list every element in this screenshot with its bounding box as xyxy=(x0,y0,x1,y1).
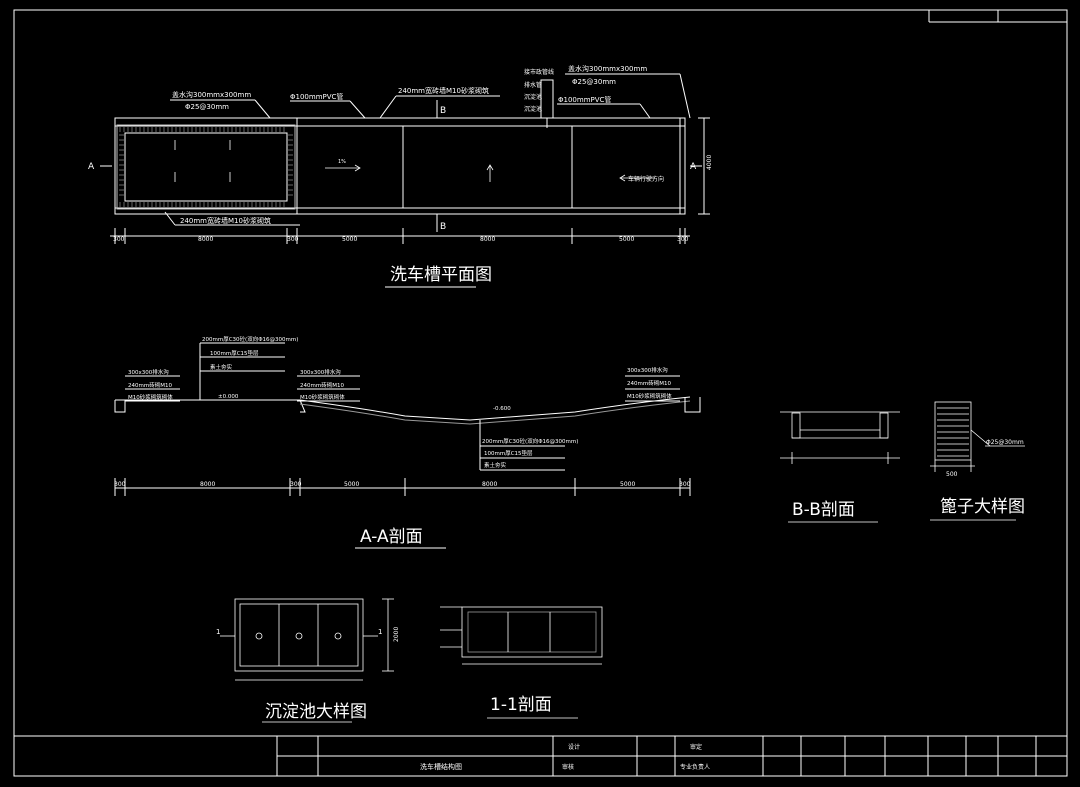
plan-width-dim: 4000 xyxy=(706,155,713,170)
tank-mark-left: 1 xyxy=(216,628,220,636)
plan-title: 洗车槽平面图 xyxy=(390,265,492,285)
section-aa-view xyxy=(114,342,701,549)
aa-dim-3: 5000 xyxy=(344,481,359,488)
aa-dim-2: 300 xyxy=(290,481,302,488)
aa-dim-1: 8000 xyxy=(200,481,215,488)
grate-detail-view xyxy=(930,401,1025,521)
section-11-view xyxy=(440,606,603,719)
aa-dim-0: 300 xyxy=(114,481,126,488)
aa-drain-left-0: 300x300排水沟 xyxy=(128,368,169,376)
plan-dim-3: 5000 xyxy=(342,236,357,243)
section-bb-view xyxy=(780,411,900,523)
aa-dim-4: 8000 xyxy=(482,481,497,488)
tank-detail-view xyxy=(220,598,394,723)
aa-slab-bottom-2: 素土夯实 xyxy=(484,461,507,469)
aa-drain-left-2: M10砂浆砌筑砌体 xyxy=(128,393,173,401)
plan-pipe-stack-0: 接市政管线 xyxy=(524,68,554,76)
aa-mid-1: 240mm砖砌M10 xyxy=(300,381,344,389)
grate-rebar: Φ25@30mm xyxy=(986,439,1024,446)
plan-section-b-top: B xyxy=(440,106,446,116)
tank-mark-right: 1 xyxy=(378,628,382,636)
grate-title: 篦子大样图 xyxy=(940,497,1025,517)
aa-drain-left-1: 240mm砖砌M10 xyxy=(128,381,172,389)
plan-dim-1: 8000 xyxy=(198,236,213,243)
s11-title: 1-1剖面 xyxy=(490,695,552,715)
aa-slab-bottom-0: 200mm厚C30砼(双向Φ16@300mm) xyxy=(482,437,578,445)
aa-mid-2: M10砂浆砌筑砌体 xyxy=(300,393,345,401)
aa-drain-right-1: 240mm砖砌M10 xyxy=(627,379,671,387)
plan-section-b-bottom: B xyxy=(440,222,446,232)
aa-slab-left-0: 200mm厚C30砼(双向Φ16@300mm) xyxy=(202,335,298,343)
aa-slab-left-1: 100mm厚C15垫层 xyxy=(210,349,259,357)
aa-slab-bottom-1: 100mm厚C15垫层 xyxy=(484,449,533,457)
aa-level-left: ±0.000 xyxy=(218,394,239,400)
aa-mid-0: 300x300排水沟 xyxy=(300,368,341,376)
plan-dim-2: 300 xyxy=(287,236,299,243)
title-cell-design: 设计 xyxy=(568,743,580,751)
title-cell-check: 审核 xyxy=(562,763,574,771)
tank-width-dim: 2000 xyxy=(393,627,400,642)
plan-dim-6: 300 xyxy=(677,236,689,243)
plan-label-drain-tl: 盖水沟300mmx300mm xyxy=(172,90,251,99)
plan-dim-4: 8000 xyxy=(480,236,495,243)
plan-label-pvc-right: Φ100mmPVC管 xyxy=(558,95,611,104)
plan-section-a-right: A xyxy=(690,162,697,172)
drawing-frame xyxy=(13,9,1068,777)
plan-label-wall-top: 240mm宽砖墙M10砂浆砌筑 xyxy=(398,86,489,95)
plan-slope-label: 1% xyxy=(338,159,346,165)
aa-title: A-A剖面 xyxy=(360,527,423,547)
plan-section-a-left: A xyxy=(88,162,95,172)
aa-dim-5: 5000 xyxy=(620,481,635,488)
plan-pipe-stack-3: 沉淀池 xyxy=(524,105,542,113)
plan-pipe-stack-2: 沉淀池 xyxy=(524,93,542,101)
title-cell-checker: 审定 xyxy=(690,743,702,751)
aa-drain-right-0: 300x300排水沟 xyxy=(627,366,668,374)
title-cell-chief: 专业负责人 xyxy=(680,763,710,771)
aa-slab-left-2: 素土夯实 xyxy=(210,363,233,371)
aa-drain-right-2: M10砂浆砌筑砌体 xyxy=(627,392,672,400)
title-block xyxy=(14,735,1067,776)
plan-direction-note: 车辆行驶方向 xyxy=(628,175,664,183)
plan-label-pvc-left: Φ100mmPVC管 xyxy=(290,92,343,101)
plan-dim-0: 300 xyxy=(113,236,125,243)
plan-label-rebar-tl: Φ25@30mm xyxy=(185,103,229,111)
plan-pipe-stack-1: 排水管 xyxy=(524,81,542,89)
tank-title: 沉淀池大样图 xyxy=(265,702,367,722)
plan-view xyxy=(100,73,710,288)
grate-width: 500 xyxy=(946,471,958,478)
aa-dim-6: 300 xyxy=(679,481,691,488)
plan-label-rebar-tr: Φ25@30mm xyxy=(572,78,616,86)
bb-title: B-B剖面 xyxy=(792,500,855,520)
title-drawing-name: 洗车槽结构图 xyxy=(420,762,462,771)
plan-dim-5: 5000 xyxy=(619,236,634,243)
plan-label-wall-bottom: 240mm宽砖墙M10砂浆砌筑 xyxy=(180,216,271,225)
aa-level-mid: -0.600 xyxy=(493,406,511,412)
plan-label-drain-tr: 盖水沟300mmx300mm xyxy=(568,64,647,73)
